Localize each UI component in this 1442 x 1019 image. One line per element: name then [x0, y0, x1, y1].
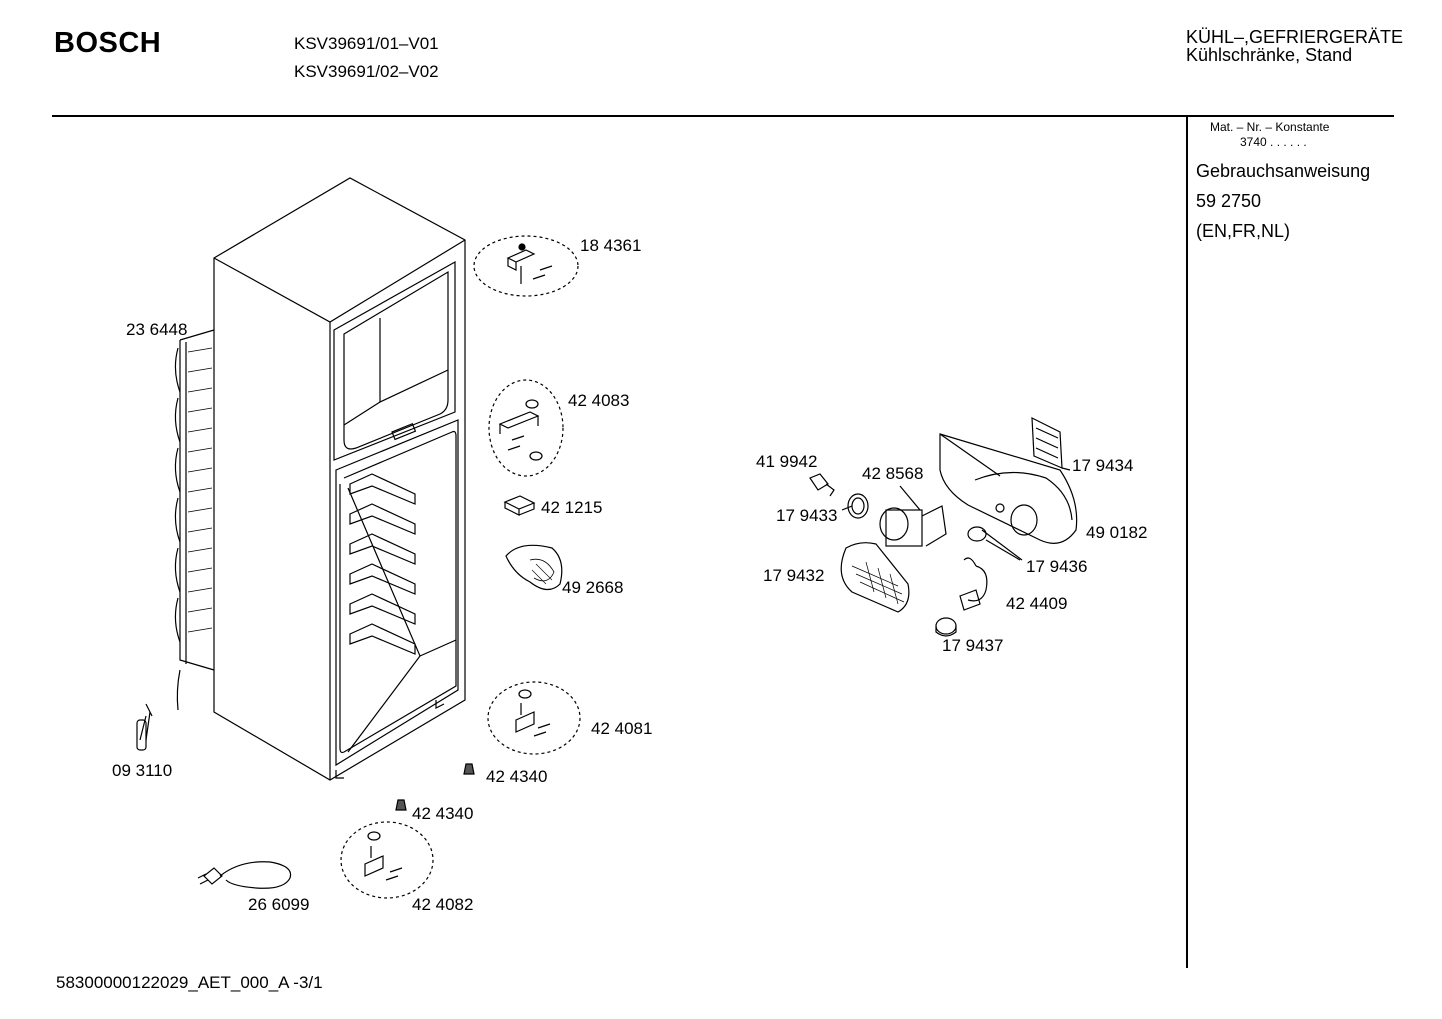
fridge-cabinet — [213, 177, 466, 781]
freezer-shelves — [349, 473, 416, 655]
mat-nr-label: Mat. – Nr. – Konstante — [1210, 120, 1330, 134]
part-label: 18 4361 — [580, 236, 642, 255]
category-block: KÜHL–,GEFRIERGERÄTE Kühlschränke, Stand — [1186, 28, 1403, 64]
document-id: 58300000122029_AET_000_A -3/1 — [56, 973, 323, 992]
sidebar-divider — [1186, 115, 1188, 968]
hinge-callout-bottom-left — [340, 821, 434, 899]
screw-424340-b — [395, 799, 407, 811]
lamp-419942 — [809, 473, 835, 497]
brand-logo: BOSCH — [54, 27, 162, 59]
category-title: KÜHL–,GEFRIERGERÄTE — [1186, 27, 1404, 47]
fan-cover-492668 — [505, 544, 563, 591]
part-label: 42 4340 — [486, 767, 548, 786]
lamp-cover-179432 — [840, 542, 910, 613]
part-label: 17 9434 — [1072, 456, 1134, 475]
thermostat-428568 — [879, 485, 947, 547]
part-label: 42 4082 — [412, 895, 474, 914]
model-list: KSV39691/01–V01 KSV39691/02–V02 — [294, 30, 439, 86]
part-label: 23 6448 — [126, 320, 188, 339]
hinge-middle-parts — [498, 399, 543, 461]
part-label: 42 8568 — [862, 464, 924, 483]
leader-179433 — [841, 505, 853, 511]
part-label: 42 4340 — [412, 804, 474, 823]
condenser-coil — [174, 329, 215, 711]
cover-plate-179434 — [1031, 417, 1071, 471]
seal-179436 — [967, 526, 1021, 561]
switch-424409 — [959, 557, 988, 611]
part-label: 41 9942 — [756, 452, 818, 471]
leader-179436 — [981, 529, 1023, 561]
hinge-callout-bottom-right — [487, 681, 581, 755]
small-part-421215 — [503, 495, 536, 516]
sensor-093110 — [136, 703, 153, 751]
mat-nr-value: 3740 . . . . . . — [1240, 135, 1307, 149]
part-label: 42 4083 — [568, 391, 630, 410]
part-label: 49 0182 — [1086, 523, 1148, 542]
part-label: 42 1215 — [541, 498, 603, 517]
part-label: 17 9433 — [776, 506, 838, 525]
screw-424340-a — [463, 763, 475, 775]
hinge-callout-top — [473, 235, 579, 297]
hinge-bottom-right-parts — [515, 689, 551, 737]
part-label: 17 9436 — [1026, 557, 1088, 576]
part-label: 26 6099 — [248, 895, 310, 914]
model-number-2: KSV39691/02–V02 — [294, 62, 439, 81]
doc-number: 59 2750 — [1196, 191, 1262, 211]
part-label: 49 2668 — [562, 578, 624, 597]
doc-title: Gebrauchsanweisung — [1196, 161, 1371, 181]
hinge-bottom-left-parts — [364, 831, 403, 881]
part-label: 42 4081 — [591, 719, 653, 738]
doc-languages: (EN,FR,NL) — [1196, 221, 1290, 241]
power-cord-266099 — [197, 861, 292, 889]
part-label: 09 3110 — [112, 761, 173, 780]
hinge-callout-middle — [488, 379, 564, 477]
light-housing-assembly — [939, 433, 1078, 544]
part-label: 17 9432 — [763, 566, 825, 585]
model-number-1: KSV39691/01–V01 — [294, 34, 439, 53]
part-label: 17 9437 — [942, 636, 1004, 655]
category-subtitle: Kühlschränke, Stand — [1186, 45, 1353, 65]
hinge-top-parts — [506, 243, 553, 284]
part-label: 42 4409 — [1006, 594, 1068, 613]
knob-179437 — [935, 617, 957, 637]
header-divider — [52, 115, 1394, 117]
